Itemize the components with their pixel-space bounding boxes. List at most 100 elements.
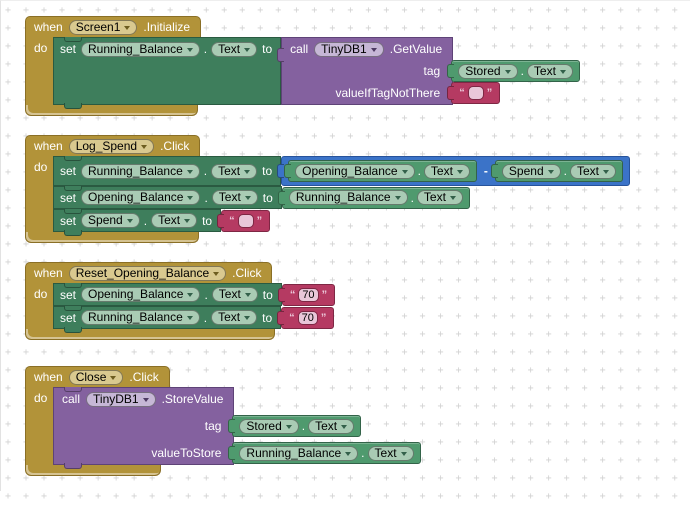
getter-runningbalance-text[interactable]: Running_Balance . Text bbox=[281, 186, 470, 209]
when-keyword: when bbox=[34, 266, 63, 280]
do-slot: do bbox=[25, 387, 53, 465]
component-dropdown[interactable]: Reset_Opening_Balance bbox=[68, 265, 227, 281]
dropdown-icon bbox=[244, 316, 251, 320]
component-dropdown[interactable]: Spend bbox=[81, 213, 140, 228]
event-block-close-click[interactable]: when Close .Click do call TinyDB1 .Store… bbox=[25, 366, 421, 476]
event-name: .Click bbox=[160, 139, 190, 153]
property-dropdown[interactable]: Text bbox=[526, 63, 573, 79]
dropdown-icon bbox=[187, 293, 194, 297]
dot-separator: . bbox=[203, 42, 208, 56]
set-block[interactable]: set Opening_Balance . Text to bbox=[53, 186, 282, 209]
property-dropdown[interactable]: Text bbox=[211, 310, 258, 325]
dropdown-icon bbox=[213, 271, 220, 276]
dot-separator: . bbox=[563, 164, 567, 178]
event-header[interactable]: when Screen1 .Initialize bbox=[25, 16, 202, 37]
set-statement[interactable]: set Running_Balance . Text to “70” bbox=[53, 306, 335, 333]
event-header[interactable]: when Close .Click bbox=[25, 366, 170, 387]
dropdown-icon bbox=[126, 219, 133, 223]
set-keyword: set bbox=[60, 42, 77, 56]
event-header[interactable]: when Reset_Opening_Balance .Click bbox=[25, 262, 273, 283]
dot-separator: . bbox=[204, 287, 208, 302]
call-storevalue-block[interactable]: call TinyDB1 .StoreValue tag Stored . Te… bbox=[53, 387, 421, 469]
dropdown-icon bbox=[244, 169, 251, 174]
property-dropdown[interactable]: Text bbox=[211, 190, 258, 205]
event-block-logspend-click[interactable]: when Log_Spend .Click do set Running_Bal… bbox=[25, 135, 630, 243]
dropdown-icon bbox=[110, 375, 117, 380]
component-dropdown[interactable]: Opening_Balance bbox=[81, 190, 201, 205]
text-string-block[interactable]: “70” bbox=[281, 283, 336, 306]
set-block[interactable]: set Running_Balance . Text to bbox=[53, 306, 282, 333]
component-name: Screen1 bbox=[75, 19, 121, 34]
string-input[interactable]: 70 bbox=[297, 310, 318, 325]
when-keyword: when bbox=[34, 20, 63, 34]
component-dropdown[interactable]: Screen1 bbox=[68, 19, 138, 35]
getter-openingbalance-text[interactable]: Opening_Balance . Text bbox=[288, 160, 477, 182]
dropdown-icon bbox=[186, 169, 193, 174]
dot-separator: . bbox=[361, 446, 365, 460]
property-dropdown[interactable]: Text bbox=[569, 163, 616, 179]
event-block-screen1-initialize[interactable]: when Screen1 .Initialize do set Running_… bbox=[25, 16, 580, 116]
dropdown-icon bbox=[401, 169, 408, 174]
getter-stored-text[interactable]: Stored . Text bbox=[232, 415, 362, 437]
method-name: .StoreValue bbox=[161, 392, 224, 406]
component-dropdown[interactable]: Opening_Balance bbox=[81, 287, 201, 302]
getter-spend-text[interactable]: Spend . Text bbox=[494, 160, 623, 182]
set-statement[interactable]: set Running_Balance . Text to Opening_Ba… bbox=[53, 156, 630, 186]
component-dropdown[interactable]: Running_Balance bbox=[81, 42, 200, 57]
text-string-block[interactable]: “” bbox=[451, 82, 501, 104]
property-dropdown[interactable]: Text bbox=[367, 445, 414, 461]
getter-stored-text[interactable]: Stored . Text bbox=[451, 60, 580, 82]
call-statement[interactable]: call TinyDB1 .StoreValue tag Stored . Te… bbox=[53, 387, 421, 469]
string-input[interactable]: 70 bbox=[298, 287, 319, 302]
open-quote: “ bbox=[229, 214, 235, 227]
set-keyword: set bbox=[60, 287, 77, 302]
component-dropdown[interactable]: Close bbox=[68, 369, 124, 385]
set-statement[interactable]: set Running_Balance . Text to call TinyD… bbox=[53, 37, 580, 109]
to-keyword: to bbox=[262, 190, 273, 205]
close-quote: ” bbox=[320, 311, 327, 324]
event-block-footer bbox=[25, 105, 198, 116]
dropdown-icon bbox=[456, 169, 463, 174]
component-dropdown[interactable]: Running_Balance bbox=[81, 163, 200, 179]
event-block-resetopeningbalance-click[interactable]: when Reset_Opening_Balance .Click do set… bbox=[25, 262, 336, 340]
dropdown-icon bbox=[285, 424, 292, 429]
component-dropdown[interactable]: Running_Balance bbox=[81, 310, 200, 325]
component-dropdown[interactable]: TinyDB1 bbox=[86, 391, 156, 407]
dropdown-icon bbox=[341, 424, 348, 429]
component-dropdown[interactable]: Stored bbox=[458, 63, 518, 79]
property-dropdown[interactable]: Text bbox=[416, 190, 463, 205]
getter-runningbalance-text[interactable]: Running_Balance . Text bbox=[232, 442, 421, 464]
component-dropdown[interactable]: Log_Spend bbox=[68, 138, 155, 154]
component-dropdown[interactable]: Running_Balance bbox=[239, 445, 359, 461]
text-string-block[interactable]: “70” bbox=[281, 306, 335, 329]
property-dropdown[interactable]: Text bbox=[211, 42, 258, 57]
property-dropdown[interactable]: Text bbox=[423, 163, 470, 179]
open-quote: “ bbox=[459, 87, 465, 99]
set-statement[interactable]: set Opening_Balance . Text to Running_Ba… bbox=[53, 186, 470, 209]
set-statement[interactable]: set Opening_Balance . Text to “70” bbox=[53, 283, 336, 306]
component-dropdown[interactable]: Opening_Balance bbox=[295, 163, 415, 179]
string-input[interactable] bbox=[237, 213, 254, 228]
when-keyword: when bbox=[34, 370, 63, 384]
set-block[interactable]: set Running_Balance . Text to bbox=[53, 156, 282, 186]
component-dropdown[interactable]: TinyDB1 bbox=[314, 41, 384, 57]
do-slot: do bbox=[25, 37, 53, 105]
set-block[interactable]: set Opening_Balance . Text to bbox=[53, 283, 282, 306]
text-string-block[interactable]: “” bbox=[221, 209, 271, 232]
set-statement[interactable]: set Spend . Text to “” bbox=[53, 209, 271, 236]
property-dropdown[interactable]: Text bbox=[211, 287, 258, 302]
property-dropdown[interactable]: Text bbox=[308, 418, 355, 434]
property-dropdown[interactable]: Text bbox=[151, 213, 198, 228]
call-getvalue-block[interactable]: call TinyDB1 .GetValue tag Stored . Text bbox=[277, 37, 580, 105]
string-input[interactable] bbox=[467, 86, 484, 100]
dropdown-icon bbox=[449, 196, 456, 200]
set-block[interactable]: set Running_Balance . Text to bbox=[53, 37, 282, 109]
event-header[interactable]: when Log_Spend .Click bbox=[25, 135, 201, 156]
component-dropdown[interactable]: Running_Balance bbox=[288, 190, 408, 205]
property-dropdown[interactable]: Text bbox=[211, 163, 258, 179]
component-dropdown[interactable]: Spend bbox=[501, 163, 561, 179]
set-block[interactable]: set Spend . Text to bbox=[53, 209, 222, 236]
component-dropdown[interactable]: Stored bbox=[239, 418, 299, 434]
subtract-block[interactable]: Opening_Balance . Text - Spend . Text bbox=[281, 156, 630, 186]
when-keyword: when bbox=[34, 139, 63, 153]
